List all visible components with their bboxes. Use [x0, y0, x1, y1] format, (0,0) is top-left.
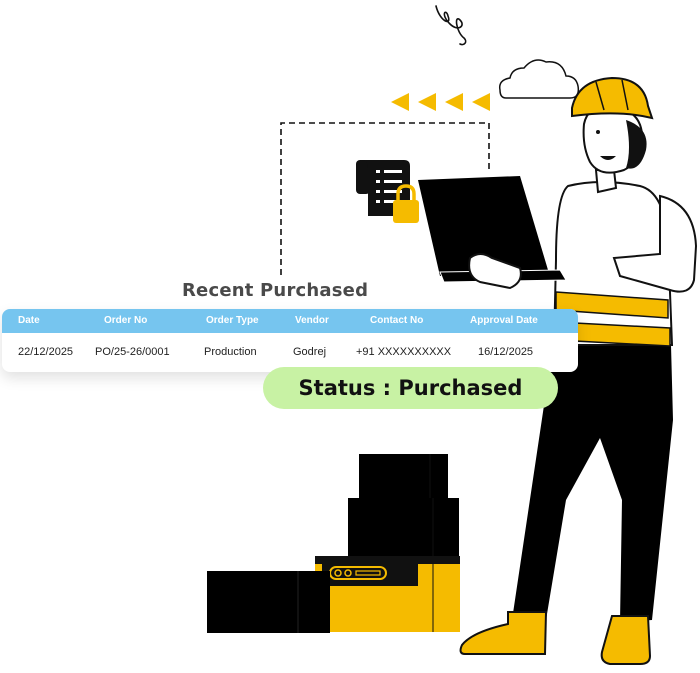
cell-order-no: PO/25-26/0001	[95, 346, 170, 358]
cloud-icon	[498, 59, 580, 99]
status-label: Status : Purchased	[298, 376, 523, 400]
cell-date: 22/12/2025	[18, 346, 74, 358]
column-header-date: Date	[18, 315, 40, 326]
column-header-contact-no: Contact No	[370, 315, 424, 326]
status-badge: Status : Purchased	[263, 367, 558, 409]
dashed-connector	[280, 122, 490, 275]
card-title: Recent Purchased	[182, 280, 369, 301]
column-header-order-no: Order No	[104, 315, 148, 326]
worker-figure	[418, 76, 698, 665]
box-stack	[207, 454, 460, 633]
cell-order-type: Production	[204, 346, 257, 358]
squiggle-doodle	[435, 5, 467, 46]
column-header-approval-date: Approval Date	[470, 315, 538, 326]
cell-vendor: Godrej	[293, 346, 327, 358]
purchase-table: Date Order No Order Type Vendor Contact …	[2, 309, 578, 372]
column-header-vendor: Vendor	[295, 315, 329, 326]
cell-contact-no: +91 XXXXXXXXXX	[356, 346, 452, 358]
column-header-order-type: Order Type	[206, 315, 259, 326]
lock-icon	[393, 184, 419, 223]
table-header: Date Order No Order Type Vendor Contact …	[2, 309, 578, 333]
arrow-left-icon	[391, 93, 490, 111]
cell-approval-date: 16/12/2025	[478, 346, 534, 358]
